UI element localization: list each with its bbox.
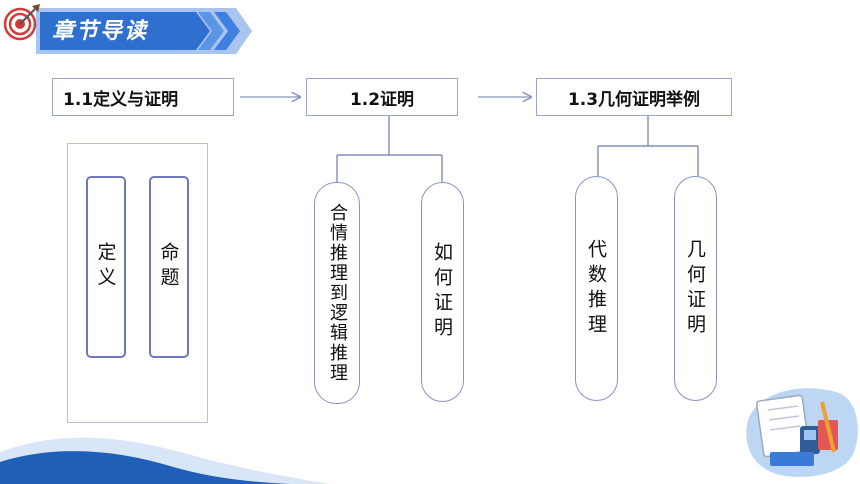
page-title: 章节导读 [52,19,149,44]
notebook-illustration-icon [746,388,858,478]
section-1-2-label: 1.2证明 [349,89,415,110]
section-1-2-box: 1.2证明 [306,78,458,116]
tree-sec3 [597,116,699,176]
bottom-wave [0,437,330,484]
section-1-3-box: 1.3几何证明举例 [536,78,732,116]
node-algebraic-reasoning: 代数推理 [575,176,618,401]
node-geometric-proof: 几何证明 [674,176,717,401]
header-banner [36,8,252,54]
node-definition: 定义 [86,176,126,358]
section-1-3-label: 1.3几何证明举例 [567,89,701,110]
node-proposition: 命题 [149,176,189,358]
section-1-1-container [67,143,208,423]
node-plausible-to-logical: 合情推理到逻辑推理 [314,182,360,404]
section-1-1-label: 1.1定义与证明 [63,89,179,110]
section-1-1-box: 1.1定义与证明 [52,78,234,116]
target-icon [3,4,40,41]
node-how-to-prove: 如何证明 [421,182,464,402]
tree-sec2 [336,116,443,182]
